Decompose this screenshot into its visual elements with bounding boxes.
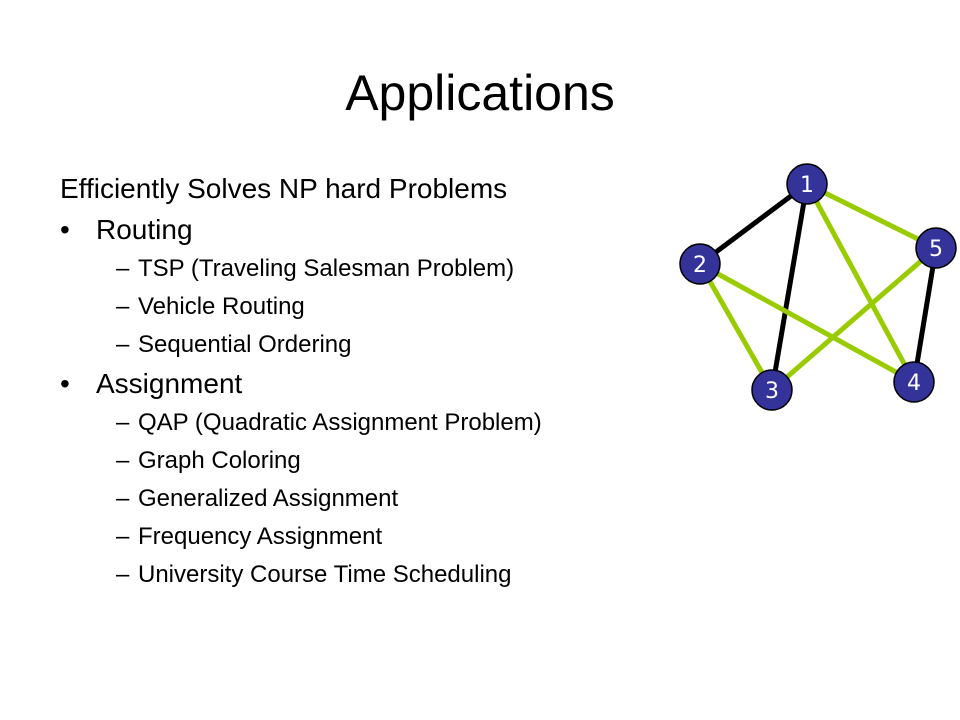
bullet-mark: • bbox=[60, 214, 70, 245]
sub-item-frequency-assignment: – Frequency Assignment bbox=[116, 518, 700, 556]
sub-item-label: QAP (Quadratic Assignment Problem) bbox=[138, 409, 542, 436]
bullet-mark: • bbox=[60, 368, 70, 399]
sub-item-label: University Course Time Scheduling bbox=[138, 561, 512, 588]
sub-item-sequential-ordering: – Sequential Ordering bbox=[116, 326, 700, 364]
bullet-assignment-label: Assignment bbox=[96, 368, 243, 399]
node-label-3: 3 bbox=[765, 379, 779, 404]
dash-mark: – bbox=[116, 409, 130, 436]
bullet-routing: • Routing bbox=[60, 210, 700, 250]
dash-mark: – bbox=[116, 523, 130, 550]
edge-2-4 bbox=[698, 261, 916, 385]
node-label-1: 1 bbox=[800, 173, 814, 198]
sub-item-label: TSP (Traveling Salesman Problem) bbox=[138, 255, 515, 282]
sub-item-tsp: – TSP (Traveling Salesman Problem) bbox=[116, 250, 700, 288]
graph-nodes: 1 2 3 4 5 bbox=[679, 163, 957, 411]
sub-item-generalized-assignment: – Generalized Assignment bbox=[116, 480, 700, 518]
node-label-2: 2 bbox=[693, 253, 707, 278]
node-label-5: 5 bbox=[929, 237, 943, 262]
sub-item-vehicle-routing: – Vehicle Routing bbox=[116, 288, 700, 326]
node-4 bbox=[893, 361, 935, 403]
slide-title: Applications bbox=[345, 65, 615, 121]
edge-1-4 bbox=[804, 182, 917, 384]
sub-item-label: Vehicle Routing bbox=[138, 293, 305, 320]
sub-item-course-scheduling: – University Course Time Scheduling bbox=[116, 556, 700, 594]
graph-edges bbox=[697, 181, 939, 392]
node-3 bbox=[751, 369, 793, 411]
dash-mark: – bbox=[116, 485, 130, 512]
edge-1-5 bbox=[805, 181, 938, 251]
bullet-assignment: • Assignment bbox=[60, 364, 700, 404]
dash-mark: – bbox=[116, 331, 130, 358]
edge-1-2 bbox=[698, 181, 809, 267]
node-2 bbox=[679, 243, 721, 285]
edge-2-3 bbox=[697, 262, 775, 392]
dash-mark: – bbox=[116, 293, 130, 320]
node-label-4: 4 bbox=[907, 371, 921, 396]
dash-mark: – bbox=[116, 561, 130, 588]
node-5 bbox=[915, 227, 957, 269]
edge-1-3 bbox=[769, 183, 810, 391]
sub-item-graph-coloring: – Graph Coloring bbox=[116, 442, 700, 480]
slide-content: Efficiently Solves NP hard Problems • Ro… bbox=[60, 168, 700, 594]
sub-item-qap: – QAP (Quadratic Assignment Problem) bbox=[116, 404, 700, 442]
graph-diagram: 1 2 3 4 5 bbox=[679, 163, 957, 411]
edge-3-5 bbox=[770, 246, 938, 392]
intro-line: Efficiently Solves NP hard Problems bbox=[60, 173, 508, 204]
edge-5-4 bbox=[911, 247, 939, 383]
dash-mark: – bbox=[116, 447, 130, 474]
sub-item-label: Generalized Assignment bbox=[138, 485, 399, 512]
sub-item-label: Frequency Assignment bbox=[138, 523, 383, 550]
bullet-routing-label: Routing bbox=[96, 214, 193, 245]
dash-mark: – bbox=[116, 255, 130, 282]
node-1 bbox=[786, 163, 828, 205]
sub-item-label: Sequential Ordering bbox=[138, 331, 352, 358]
sub-item-label: Graph Coloring bbox=[138, 447, 301, 474]
